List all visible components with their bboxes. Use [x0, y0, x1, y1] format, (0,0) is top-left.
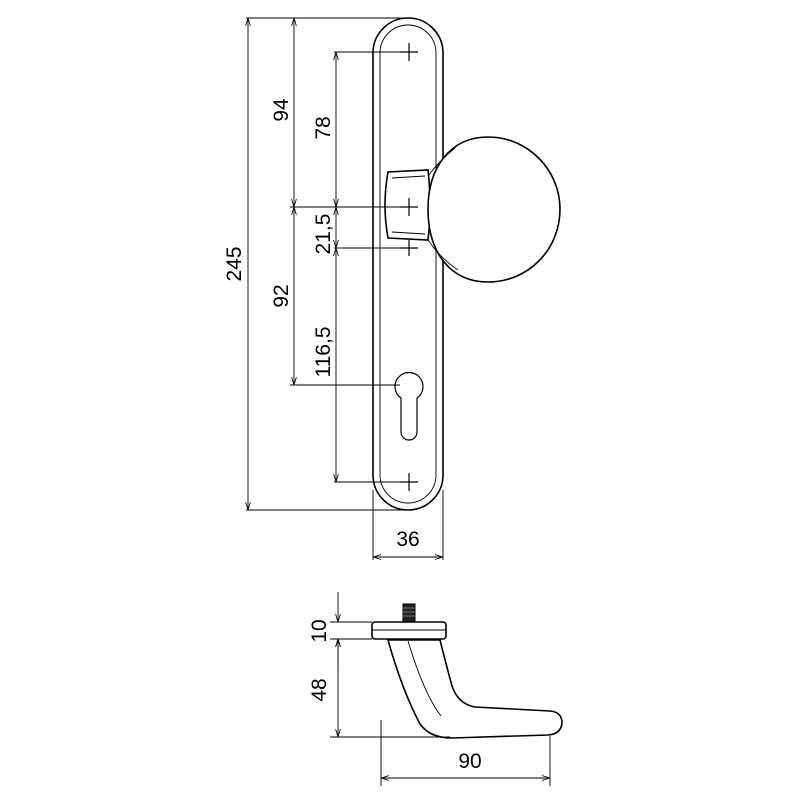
- dim-78-label: 78: [312, 116, 335, 139]
- dim-48-label: 48: [308, 678, 331, 701]
- dim-90-label: 90: [458, 750, 481, 773]
- dimension-lines: [248, 18, 443, 557]
- lower-screw-mark: [400, 240, 418, 256]
- side-dimension-lines: [338, 592, 550, 778]
- bottom-screw-hole: [400, 473, 418, 491]
- dim-94-label: 94: [270, 98, 293, 122]
- rose: [371, 621, 447, 640]
- dim-21-5-label: 21,5: [312, 214, 335, 255]
- dim-116-5-label: 116,5: [312, 327, 335, 378]
- dim-245-label: 245: [223, 246, 246, 281]
- cylinder-keyhole: [394, 371, 424, 441]
- dim-36-label: 36: [396, 528, 419, 551]
- dim-10-label: 10: [308, 619, 331, 642]
- dim-92-label: 92: [270, 284, 293, 307]
- back-plate: [372, 17, 444, 511]
- front-view: 245 94 92 78 21,5 116,5 36: [223, 17, 561, 560]
- knob-center-mark: [400, 198, 418, 216]
- spindle: [402, 603, 416, 623]
- top-screw-hole: [400, 43, 418, 61]
- lever-handle: [386, 639, 563, 739]
- extension-lines: [246, 17, 444, 560]
- knob: [384, 136, 561, 283]
- side-view: 10 48 90: [308, 592, 563, 786]
